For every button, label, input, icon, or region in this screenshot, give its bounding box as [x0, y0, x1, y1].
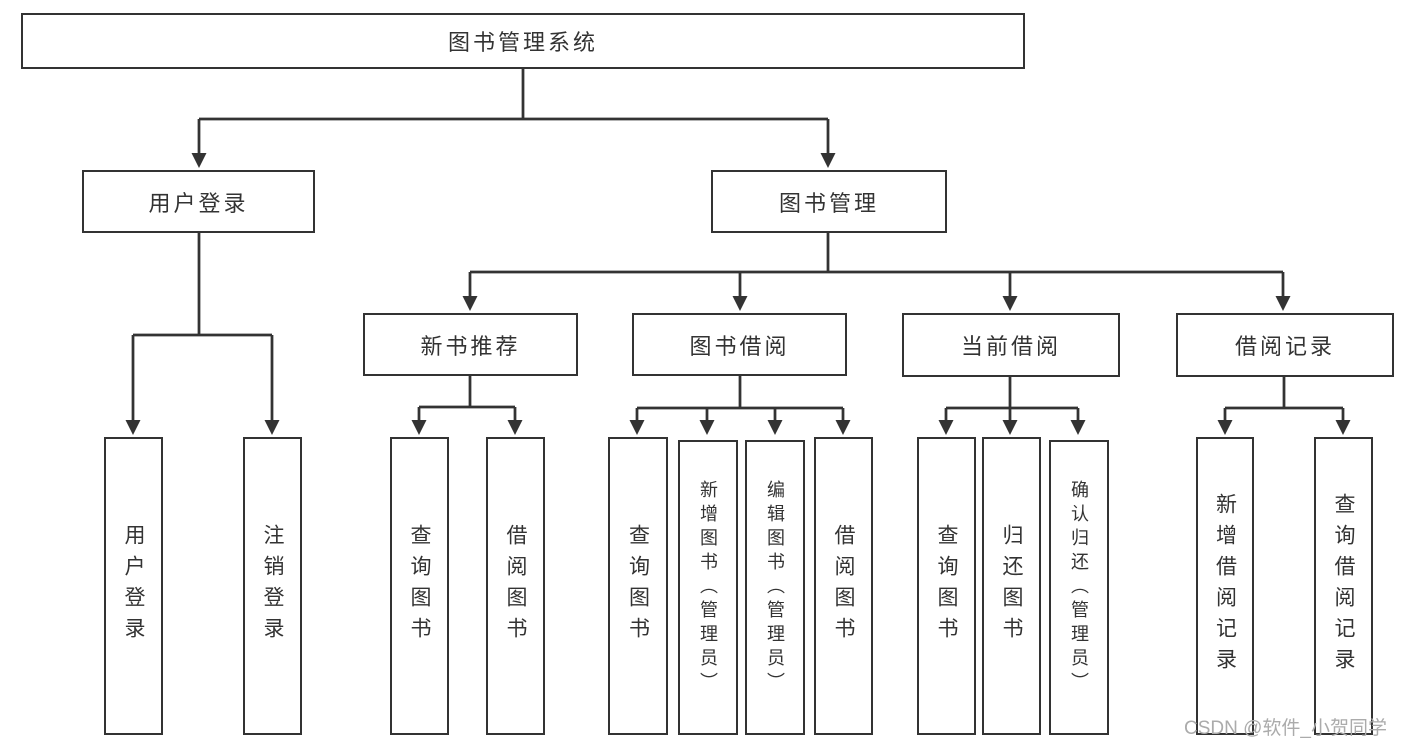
leaf-return-book: 归还图书 [982, 437, 1041, 735]
node-book-management: 图书管理 [711, 170, 947, 233]
leaf-borrow-query-book-label: 查询图书 [626, 524, 650, 648]
node-current-borrow: 当前借阅 [902, 313, 1120, 377]
node-new-book-recommend-label: 新书推荐 [420, 333, 521, 359]
leaf-add-borrow-record: 新增借阅记录 [1196, 437, 1254, 735]
node-borrow-records: 借阅记录 [1176, 313, 1394, 377]
leaf-return-book-label: 归还图书 [1000, 524, 1023, 648]
leaf-edit-book-admin-label: 编辑图书（管理员） [765, 479, 785, 696]
leaf-rec-borrow-book-label: 借阅图书 [504, 524, 527, 648]
node-book-borrow-label: 图书借阅 [689, 333, 790, 359]
node-library-system-label: 图书管理系统 [447, 30, 598, 55]
leaf-rec-query-book-label: 查询图书 [408, 524, 431, 648]
node-book-management-label: 图书管理 [778, 190, 879, 216]
leaf-edit-book-admin: 编辑图书（管理员） [745, 440, 805, 735]
leaf-add-borrow-record-label: 新增借阅记录 [1213, 493, 1237, 679]
leaf-add-book-admin: 新增图书（管理员） [678, 440, 738, 735]
node-library-system: 图书管理系统 [21, 13, 1025, 69]
node-borrow-records-label: 借阅记录 [1234, 334, 1335, 359]
leaf-rec-query-book: 查询图书 [390, 437, 449, 735]
leaf-current-query-book-label: 查询图书 [935, 524, 958, 648]
node-book-borrow: 图书借阅 [632, 313, 847, 376]
leaf-user-login: 用户登录 [104, 437, 163, 735]
leaf-add-book-admin-label: 新增图书（管理员） [698, 479, 718, 696]
leaf-query-borrow-record-label: 查询借阅记录 [1332, 493, 1355, 679]
leaf-confirm-return-admin: 确认归还（管理员） [1049, 440, 1109, 735]
leaf-user-login-label: 用户登录 [122, 524, 145, 648]
leaf-current-query-book: 查询图书 [917, 437, 976, 735]
node-current-borrow-label: 当前借阅 [960, 334, 1061, 359]
leaf-borrow-borrow-book: 借阅图书 [814, 437, 873, 735]
node-user-login: 用户登录 [82, 170, 315, 233]
leaf-confirm-return-admin-label: 确认归还（管理员） [1069, 479, 1089, 696]
leaf-query-borrow-record: 查询借阅记录 [1314, 437, 1373, 735]
leaf-logout: 注销登录 [243, 437, 302, 735]
leaf-borrow-query-book: 查询图书 [608, 437, 668, 735]
leaf-logout-label: 注销登录 [261, 524, 284, 648]
leaf-rec-borrow-book: 借阅图书 [486, 437, 545, 735]
leaf-borrow-borrow-book-label: 借阅图书 [832, 524, 855, 648]
node-new-book-recommend: 新书推荐 [363, 313, 578, 376]
node-user-login-label: 用户登录 [148, 190, 249, 216]
